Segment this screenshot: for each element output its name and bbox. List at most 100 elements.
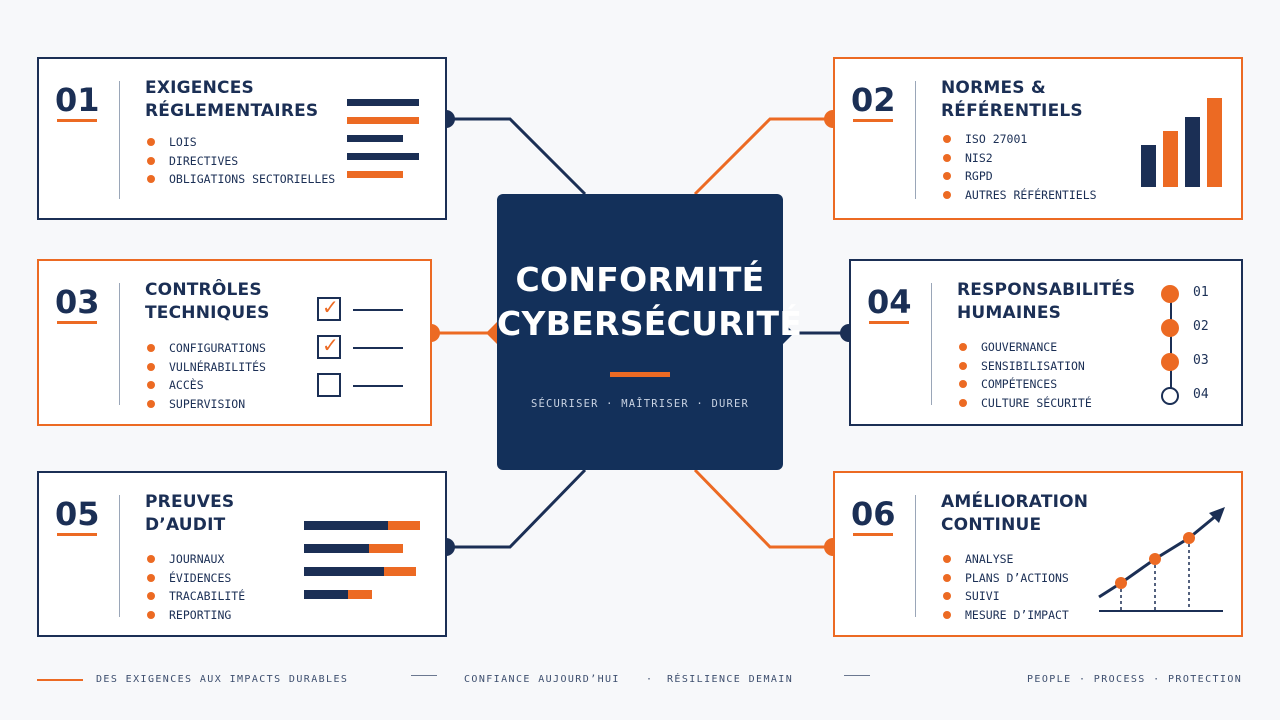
card-title: CONTRÔLES TECHNIQUES bbox=[145, 279, 270, 325]
footer-center-b: RÉSILIENCE DEMAIN bbox=[667, 674, 794, 685]
timeline-label: 02 bbox=[1193, 319, 1209, 334]
timeline-label: 04 bbox=[1193, 387, 1209, 402]
list-item: COMPÉTENCES bbox=[959, 375, 1092, 394]
card-title-line1: PREUVES bbox=[145, 492, 235, 512]
card-01: 01 EXIGENCES RÉGLEMENTAIRES LOIS DIRECTI… bbox=[37, 57, 447, 220]
check-icon: ✓ bbox=[322, 333, 339, 357]
card-title-line1: EXIGENCES bbox=[145, 78, 254, 98]
list-item: LOIS bbox=[147, 133, 335, 152]
list-item: DIRECTIVES bbox=[147, 152, 335, 171]
list-item: ISO 27001 bbox=[943, 130, 1097, 149]
check-icon: ✓ bbox=[322, 295, 339, 319]
card-number: 05 bbox=[55, 495, 100, 533]
card-title-line2: HUMAINES bbox=[957, 303, 1062, 323]
card-04: 04 RESPONSABILITÉS HUMAINES GOUVERNANCE … bbox=[849, 259, 1243, 426]
timeline-dot bbox=[1161, 285, 1179, 303]
card-title-line1: NORMES & bbox=[941, 78, 1046, 98]
card-items: JOURNAUX ÉVIDENCES TRACABILITÉ REPORTING bbox=[147, 550, 245, 624]
card-items: LOIS DIRECTIVES OBLIGATIONS SECTORIELLES bbox=[147, 133, 335, 189]
list-item: SUPERVISION bbox=[147, 395, 266, 414]
card-title-line2: RÉFÉRENTIELS bbox=[941, 101, 1083, 121]
footer-accent-line bbox=[37, 679, 83, 681]
connector-02 bbox=[693, 117, 833, 196]
card-title: EXIGENCES RÉGLEMENTAIRES bbox=[145, 77, 318, 123]
footer-divider bbox=[411, 675, 437, 676]
list-item: OBLIGATIONS SECTORIELLES bbox=[147, 170, 335, 189]
timeline-label: 01 bbox=[1193, 285, 1209, 300]
number-underline bbox=[853, 119, 893, 122]
list-item: SUIVI bbox=[943, 587, 1069, 606]
list-item: CONFIGURATIONS bbox=[147, 339, 266, 358]
center-tagline: SÉCURISER · MAÎTRISER · DURER bbox=[530, 398, 750, 410]
card-title-line1: RESPONSABILITÉS bbox=[957, 280, 1136, 300]
list-item: ANALYSE bbox=[943, 550, 1069, 569]
checkbox-unchecked bbox=[317, 373, 341, 397]
card-number: 02 bbox=[851, 81, 896, 119]
list-item: RGPD bbox=[943, 167, 1097, 186]
list-item: REPORTING bbox=[147, 606, 245, 625]
number-underline bbox=[869, 321, 909, 324]
checklist-line bbox=[353, 385, 403, 387]
number-underline bbox=[57, 119, 97, 122]
card-items: ANALYSE PLANS D’ACTIONS SUIVI MESURE D’I… bbox=[943, 550, 1069, 624]
list-item: PLANS D’ACTIONS bbox=[943, 569, 1069, 588]
horizontal-bars-icon bbox=[347, 99, 419, 178]
timeline-label: 03 bbox=[1193, 353, 1209, 368]
number-underline bbox=[57, 533, 97, 536]
center-title-line2: CYBERSÉCURITÉ bbox=[497, 304, 803, 343]
connector-01 bbox=[446, 117, 587, 196]
list-item: TRACABILITÉ bbox=[147, 587, 245, 606]
center-accent-bar bbox=[610, 372, 670, 377]
checklist-line bbox=[353, 309, 403, 311]
list-item: NIS2 bbox=[943, 149, 1097, 168]
number-underline bbox=[853, 533, 893, 536]
card-03: 03 CONTRÔLES TECHNIQUES CONFIGURATIONS V… bbox=[37, 259, 432, 426]
card-title-line2: D’AUDIT bbox=[145, 515, 226, 535]
checkbox-checked: ✓ bbox=[317, 333, 341, 359]
checkbox-checked: ✓ bbox=[317, 295, 341, 321]
timeline-track bbox=[1170, 293, 1172, 393]
card-title-line2: RÉGLEMENTAIRES bbox=[145, 101, 319, 121]
list-item: CULTURE SÉCURITÉ bbox=[959, 394, 1092, 413]
card-items: GOUVERNANCE SENSIBILISATION COMPÉTENCES … bbox=[959, 338, 1092, 412]
list-item: ACCÈS bbox=[147, 376, 266, 395]
footer-left-text: DES EXIGENCES AUX IMPACTS DURABLES bbox=[96, 674, 349, 685]
timeline-dot-empty bbox=[1161, 387, 1179, 405]
card-divider bbox=[915, 495, 916, 617]
connector-arrow-04 bbox=[783, 322, 794, 344]
timeline-dot bbox=[1161, 353, 1179, 371]
card-items: ISO 27001 NIS2 RGPD AUTRES RÉFÉRENTIELS bbox=[943, 130, 1097, 204]
card-02: 02 NORMES & RÉFÉRENTIELS ISO 27001 NIS2 … bbox=[833, 57, 1243, 220]
card-title: NORMES & RÉFÉRENTIELS bbox=[941, 77, 1083, 123]
card-number: 03 bbox=[55, 283, 100, 321]
card-title: RESPONSABILITÉS HUMAINES bbox=[957, 279, 1135, 325]
timeline-icon: 01 02 03 04 bbox=[1161, 283, 1221, 405]
card-title: AMÉLIORATION CONTINUE bbox=[941, 491, 1088, 537]
card-divider bbox=[119, 495, 120, 617]
card-title-line2: CONTINUE bbox=[941, 515, 1042, 535]
center-title-line1: CONFORMITÉ bbox=[515, 260, 765, 299]
connector-05 bbox=[446, 468, 587, 549]
card-number: 04 bbox=[867, 283, 912, 321]
bar-chart-icon bbox=[1141, 98, 1222, 187]
card-title-line2: TECHNIQUES bbox=[145, 303, 270, 323]
card-title-line1: AMÉLIORATION bbox=[941, 492, 1089, 512]
checklist-icon: ✓ ✓ bbox=[317, 295, 407, 399]
list-item: MESURE D’IMPACT bbox=[943, 606, 1069, 625]
card-number: 01 bbox=[55, 81, 100, 119]
card-divider bbox=[931, 283, 932, 405]
card-title: PREUVES D’AUDIT bbox=[145, 491, 234, 537]
footer-right-text: PEOPLE · PROCESS · PROTECTION bbox=[1027, 674, 1243, 685]
card-number: 06 bbox=[851, 495, 896, 533]
number-underline bbox=[57, 321, 97, 324]
progress-bars-icon bbox=[304, 521, 420, 599]
central-hub: CONFORMITÉ CYBERSÉCURITÉ SÉCURISER · MAÎ… bbox=[497, 194, 803, 470]
checklist-line bbox=[353, 347, 403, 349]
list-item: GOUVERNANCE bbox=[959, 338, 1092, 357]
list-item: JOURNAUX bbox=[147, 550, 245, 569]
footer-center-sep: · bbox=[646, 674, 654, 685]
card-divider bbox=[119, 81, 120, 199]
footer-center-a: CONFIANCE AUJOURD’HUI bbox=[464, 674, 620, 685]
list-item: VULNÉRABILITÉS bbox=[147, 358, 266, 377]
connector-06 bbox=[693, 468, 833, 549]
